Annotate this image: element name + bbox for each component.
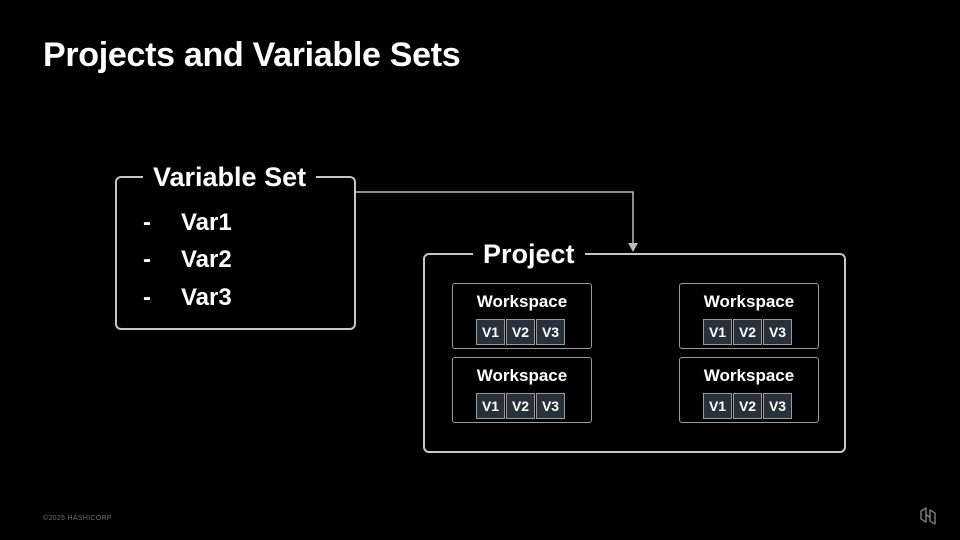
workspace-variables: V1 V2 V3	[476, 393, 566, 419]
variable-item: - Var2	[143, 242, 232, 280]
workspace-title: Workspace	[703, 366, 795, 385]
workspace-variable-chip: V1	[703, 319, 732, 345]
project-label: Project	[473, 241, 585, 268]
variable-name: Var3	[181, 283, 232, 311]
workspace-variable-chip: V2	[733, 319, 762, 345]
workspace-title: Workspace	[476, 366, 568, 385]
workspace-box: Workspace V1 V2 V3	[452, 357, 592, 423]
bullet-dash: -	[143, 208, 151, 236]
workspace-variable-chip: V2	[733, 393, 762, 419]
workspace-variables: V1 V2 V3	[703, 319, 793, 345]
workspace-variable-chip: V3	[763, 319, 792, 345]
variable-set-box: Variable Set - Var1 - Var2 - Var3	[115, 164, 356, 330]
workspace-variable-chip: V1	[703, 393, 732, 419]
workspace-variables: V1 V2 V3	[703, 393, 793, 419]
variable-item: - Var3	[143, 279, 232, 317]
workspace-variable-chip: V3	[763, 393, 792, 419]
workspace-variable-chip: V1	[476, 393, 505, 419]
variable-name: Var2	[181, 246, 232, 274]
workspace-box: Workspace V1 V2 V3	[679, 283, 819, 349]
workspace-variables: V1 V2 V3	[476, 319, 566, 345]
workspace-variable-chip: V2	[506, 393, 535, 419]
workspace-title: Workspace	[703, 292, 795, 311]
slide-title: Projects and Variable Sets	[43, 36, 461, 74]
workspace-variable-chip: V3	[536, 319, 565, 345]
variable-name: Var1	[181, 208, 232, 236]
workspace-title: Workspace	[476, 292, 568, 311]
workspace-variable-chip: V3	[536, 393, 565, 419]
workspace-box: Workspace V1 V2 V3	[679, 357, 819, 423]
workspace-variable-chip: V2	[506, 319, 535, 345]
variable-item: - Var1	[143, 204, 232, 242]
project-box: Project Workspace V1 V2 V3 Workspace V1 …	[423, 241, 846, 453]
variable-set-label: Variable Set	[143, 164, 317, 191]
workspace-variable-chip: V1	[476, 319, 505, 345]
hashicorp-logo-icon	[920, 507, 936, 525]
bullet-dash: -	[143, 246, 151, 274]
bullet-dash: -	[143, 283, 151, 311]
copyright-text: ©2025 HASHICORP	[43, 515, 112, 522]
workspace-box: Workspace V1 V2 V3	[452, 283, 592, 349]
variable-list: - Var1 - Var2 - Var3	[143, 204, 232, 317]
